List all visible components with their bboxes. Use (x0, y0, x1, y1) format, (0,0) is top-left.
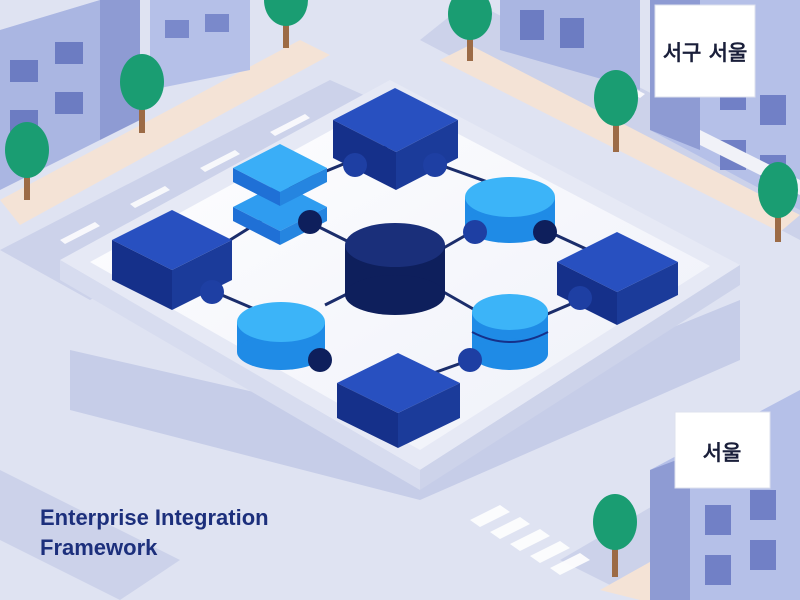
page-title: Enterprise Integration Framework (40, 503, 420, 563)
title-line-2: Framework (40, 535, 158, 560)
connector-node (568, 286, 592, 310)
database-cylinder-top-right (465, 177, 555, 243)
connector-node (423, 153, 447, 177)
title-line-1: Enterprise Integration (40, 505, 269, 530)
sign-top-right-text: 서구 서울 (663, 41, 748, 65)
connector-node (343, 153, 367, 177)
sign-bottom-right-text: 서울 (703, 441, 742, 465)
tree-icon (120, 54, 164, 133)
tree-icon (593, 494, 637, 577)
sign-bottom-right: 서울 (674, 411, 771, 489)
sign-top-right: 서구 서울 (654, 4, 756, 98)
connector-node (533, 220, 557, 244)
module-box-left (112, 210, 232, 310)
database-cylinder-bottom-right (471, 294, 549, 370)
tree-icon (448, 0, 492, 61)
database-cylinder-bottom-left (237, 302, 325, 370)
tree-icon (594, 70, 638, 152)
central-hub (345, 223, 445, 315)
connector-node (463, 220, 487, 244)
connector-nodes (200, 153, 592, 372)
module-box-bottom (337, 353, 460, 448)
connector-node (458, 348, 482, 372)
module-box-top (333, 88, 458, 190)
tree-icon (264, 0, 308, 48)
connector-node (308, 348, 332, 372)
connector-node (200, 280, 224, 304)
tree-icon (758, 162, 798, 242)
connector-node (298, 210, 322, 234)
platform-shadow (70, 300, 740, 500)
trees (5, 0, 798, 577)
tree-icon (5, 122, 49, 200)
